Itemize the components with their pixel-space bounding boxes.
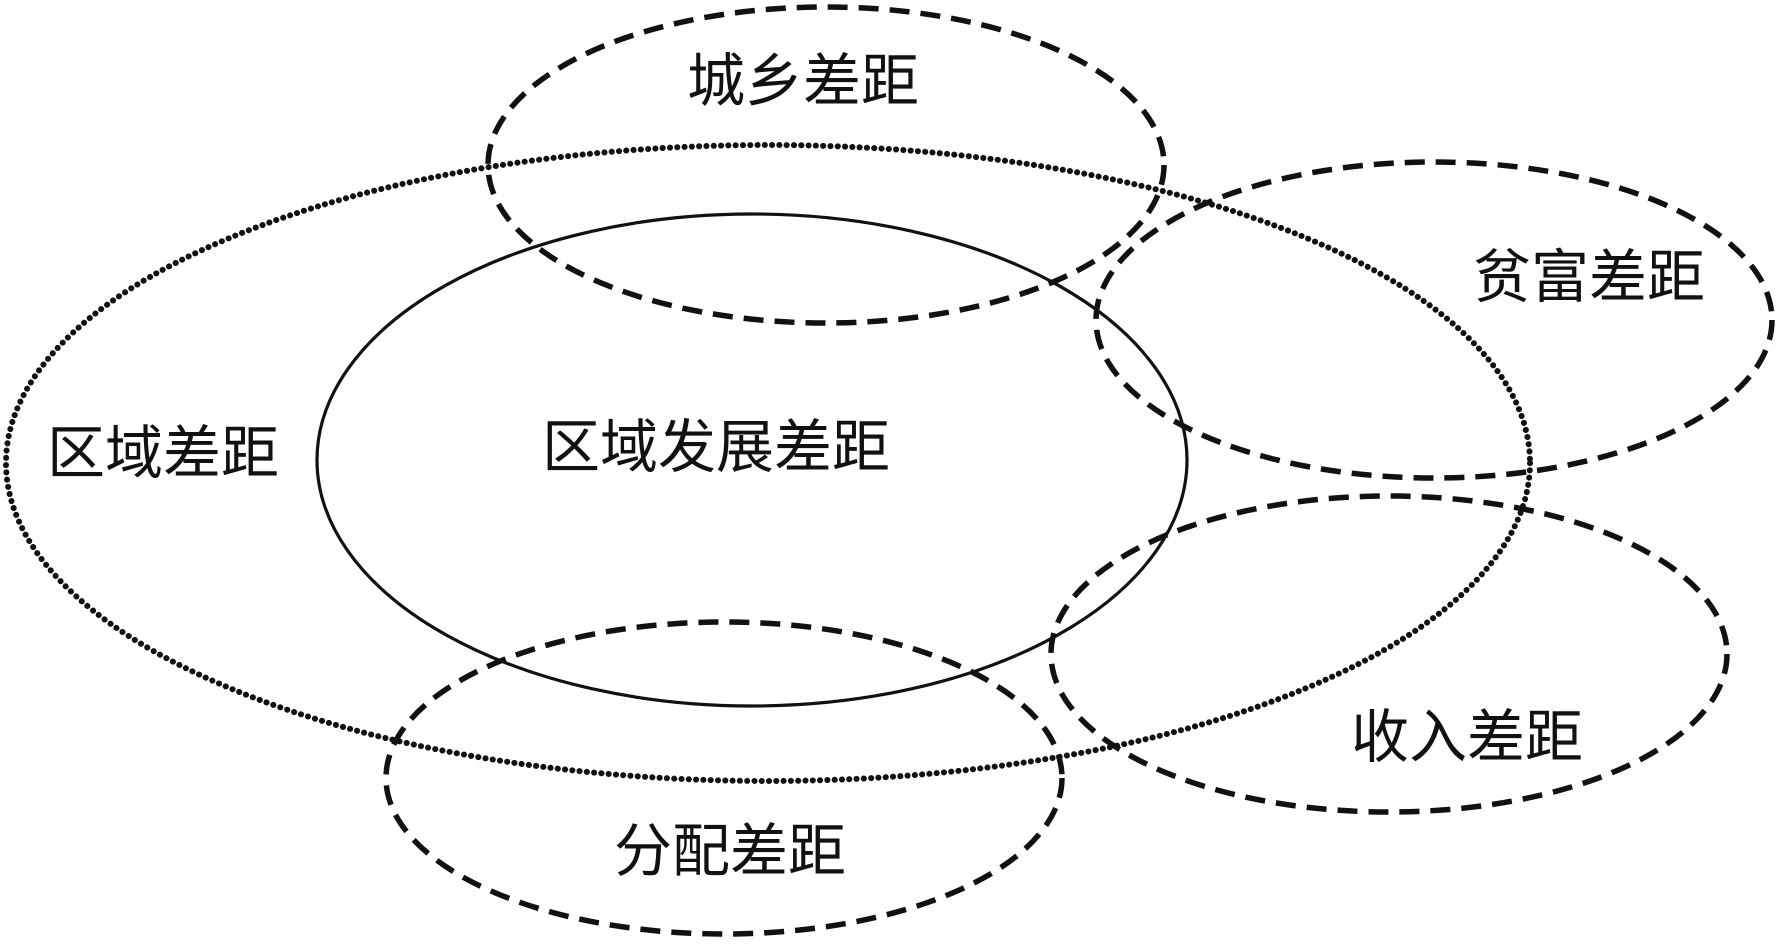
income-gap-ellipse xyxy=(1048,493,1730,815)
regional-gap-label: 区域差距 xyxy=(47,419,279,487)
regional-development-gap-ellipse xyxy=(315,212,1189,708)
wealth-gap-label: 贫富差距 xyxy=(1473,243,1705,311)
regional-gap-ellipse xyxy=(3,142,1533,784)
urban-rural-gap-ellipse xyxy=(485,4,1167,326)
distribution-gap-label: 分配差距 xyxy=(614,817,846,885)
regional-development-gap-label: 区域发展差距 xyxy=(542,413,890,481)
income-gap-label: 收入差距 xyxy=(1351,703,1583,771)
distribution-gap-ellipse xyxy=(383,619,1065,937)
urban-rural-gap-label: 城乡差距 xyxy=(687,47,919,115)
wealth-gap-ellipse xyxy=(1093,159,1775,481)
